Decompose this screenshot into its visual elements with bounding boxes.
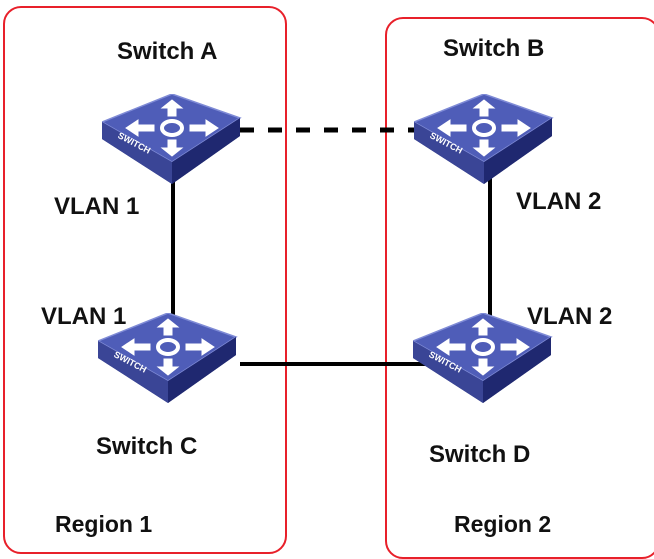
switch-d-icon: SWITCH [411,312,553,403]
switch-c-vlan-label: VLAN 1 [41,303,127,330]
switch-a-label: Switch A [117,38,218,65]
switch-b-icon: SWITCH [412,93,554,184]
switch-a-icon: SWITCH [100,93,242,184]
switch-c-label: Switch C [96,433,198,460]
switch-d-label: Switch D [429,441,531,468]
region-1-label: Region 1 [55,511,153,537]
region-1-boundary [3,6,287,554]
switch-c-icon: SWITCH [96,312,238,403]
switch-d-vlan-label: VLAN 2 [527,303,613,330]
region-2-label: Region 2 [454,511,552,537]
switch-b-label: Switch B [443,35,545,62]
region-2-boundary [385,17,654,559]
switch-b-vlan-label: VLAN 2 [516,188,602,215]
switch-a-vlan-label: VLAN 1 [54,193,140,220]
